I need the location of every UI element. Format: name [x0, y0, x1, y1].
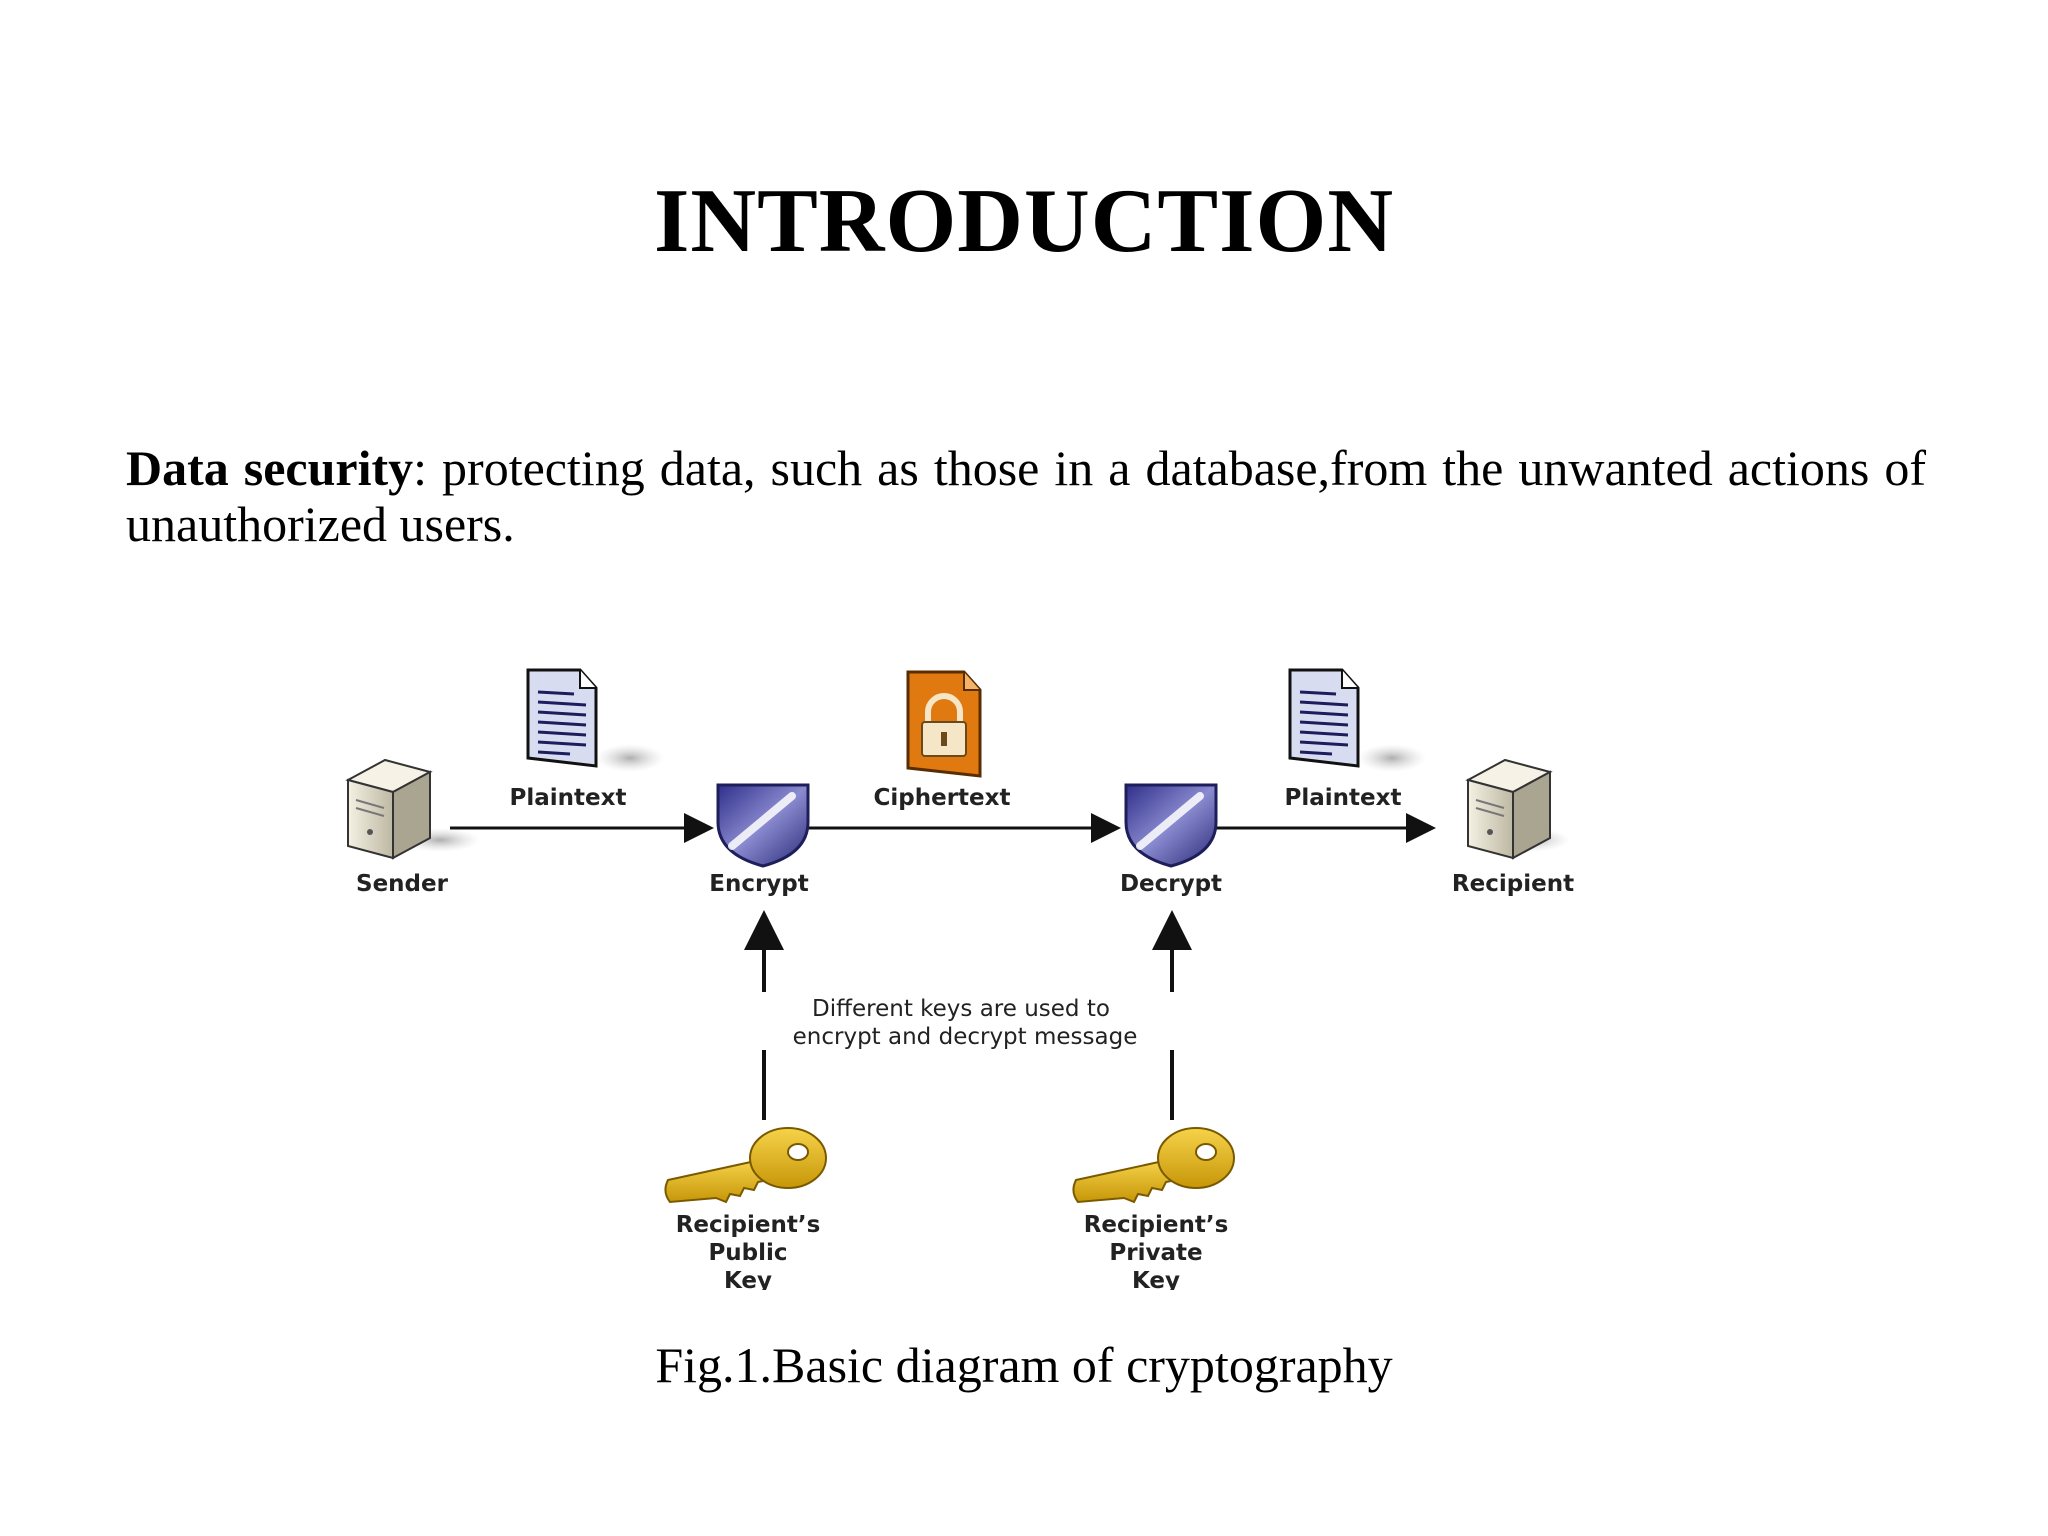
- public-key-label-line-2: Public: [708, 1240, 787, 1266]
- note-line-2: encrypt and decrypt message: [793, 1024, 1138, 1050]
- private-key-icon: [1072, 1127, 1235, 1204]
- public-key-label-line-3: Key: [724, 1268, 772, 1290]
- sender-label: Sender: [356, 871, 449, 897]
- recipient-server-icon: [1465, 758, 1570, 860]
- ciphertext-locked-document-icon: [906, 670, 982, 778]
- diagram-canvas: Plaintext Ciphertext Plaintext Sender En…: [345, 668, 1574, 1290]
- definition-text: : protecting data, such as those in a da…: [126, 440, 1926, 552]
- term-data-security: Data security: [126, 440, 414, 496]
- plaintext-out-document-icon: [1288, 668, 1426, 772]
- private-key-label-line-2: Private: [1109, 1240, 1202, 1266]
- cryptography-diagram: Plaintext Ciphertext Plaintext Sender En…: [340, 650, 1700, 1290]
- encrypt-shield-icon: [716, 783, 810, 868]
- recipient-label: Recipient: [1452, 871, 1574, 897]
- plaintext-in-label: Plaintext: [510, 785, 627, 811]
- slide-title: INTRODUCTION: [653, 170, 1395, 271]
- decrypt-shield-icon: [1124, 783, 1218, 868]
- private-key-label-line-3: Key: [1132, 1268, 1180, 1290]
- intro-paragraph: Data security: protecting data, such as …: [126, 440, 1926, 552]
- figure-caption: Fig.1.Basic diagram of cryptography: [655, 1337, 1393, 1393]
- decrypt-label: Decrypt: [1120, 871, 1222, 897]
- plaintext-in-document-icon: [526, 668, 664, 772]
- sender-server-icon: [345, 758, 480, 860]
- private-key-label-line-1: Recipient’s: [1084, 1212, 1229, 1238]
- encrypt-label: Encrypt: [709, 871, 809, 897]
- note-line-1: Different keys are used to: [812, 996, 1110, 1022]
- ciphertext-label: Ciphertext: [874, 785, 1011, 811]
- public-key-label-line-1: Recipient’s: [676, 1212, 821, 1238]
- plaintext-out-label: Plaintext: [1285, 785, 1402, 811]
- public-key-icon: [664, 1127, 827, 1204]
